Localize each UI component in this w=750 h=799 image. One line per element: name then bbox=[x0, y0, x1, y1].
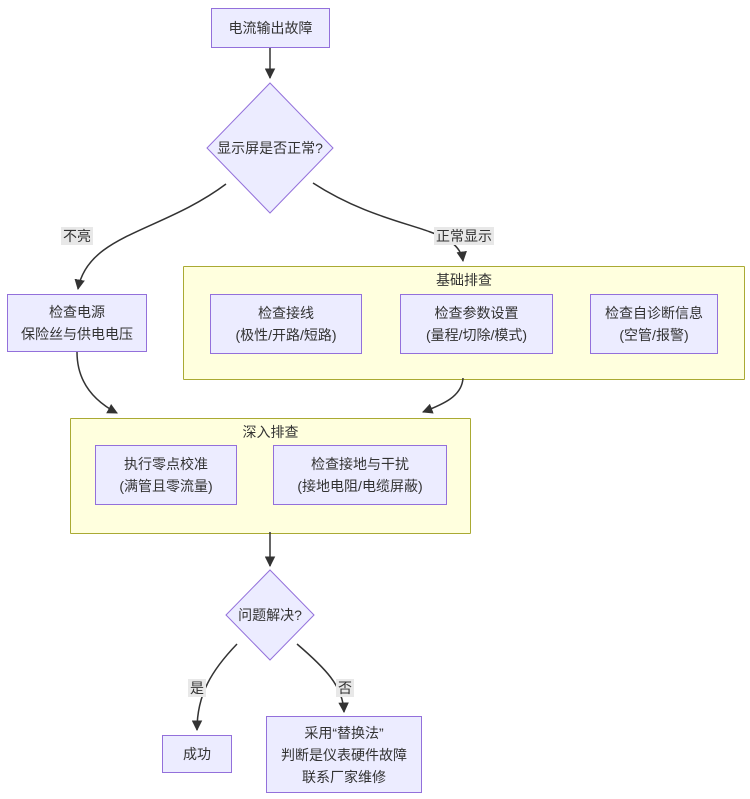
edge-label-screen-dark: 不亮 bbox=[61, 227, 93, 245]
node-success: 成功 bbox=[162, 735, 232, 773]
edge-decision1-to-basic bbox=[312, 182, 467, 263]
subgraph-basic-title: 基础排查 bbox=[436, 272, 492, 288]
subgraph-deep-title: 深入排查 bbox=[242, 424, 299, 440]
node-zero-calibration: 执行零点校准 (满管且零流量) bbox=[95, 445, 237, 505]
edge-label-screen-normal: 正常显示 bbox=[434, 227, 494, 245]
edge-label-yes: 是 bbox=[188, 679, 206, 697]
edge-label-no: 否 bbox=[336, 679, 354, 697]
node-check-power: 检查电源 保险丝与供电电压 bbox=[7, 294, 147, 352]
decision1-label: 显示屏是否正常? bbox=[217, 140, 323, 156]
decision2-label: 问题解决? bbox=[238, 607, 302, 623]
node-check-wiring: 检查接线 (极性/开路/短路) bbox=[210, 294, 362, 354]
node-replace-method: 采用“替换法” 判断是仪表硬件故障 联系厂家维修 bbox=[266, 716, 422, 793]
node-check-diagnostics: 检查自诊断信息 (空管/报警) bbox=[590, 294, 718, 354]
edge-power-to-deep bbox=[76, 351, 118, 414]
node-check-grounding: 检查接地与干扰 (接地电阻/电缆屏蔽) bbox=[273, 445, 447, 505]
edge-basic-to-deep bbox=[422, 377, 464, 414]
node-start: 电流输出故障 bbox=[211, 8, 330, 48]
edge-decision2-to-replace bbox=[296, 643, 349, 714]
node-check-params: 检查参数设置 (量程/切除/模式) bbox=[400, 294, 553, 354]
